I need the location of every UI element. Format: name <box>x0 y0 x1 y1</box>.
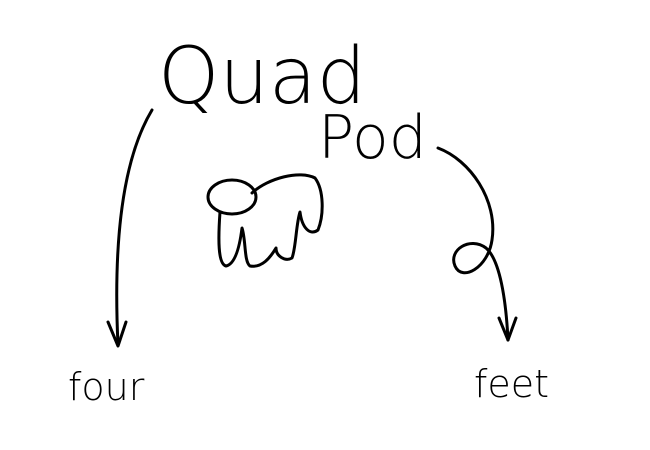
label-feet: feet <box>474 362 549 406</box>
label-four: four <box>68 365 145 409</box>
right-looped-arrow-icon <box>436 146 518 342</box>
title-pod: Pod <box>318 103 427 173</box>
left-arrow-icon <box>106 108 154 348</box>
creature-drawing <box>206 173 324 268</box>
title-quad: Quad <box>158 32 366 122</box>
